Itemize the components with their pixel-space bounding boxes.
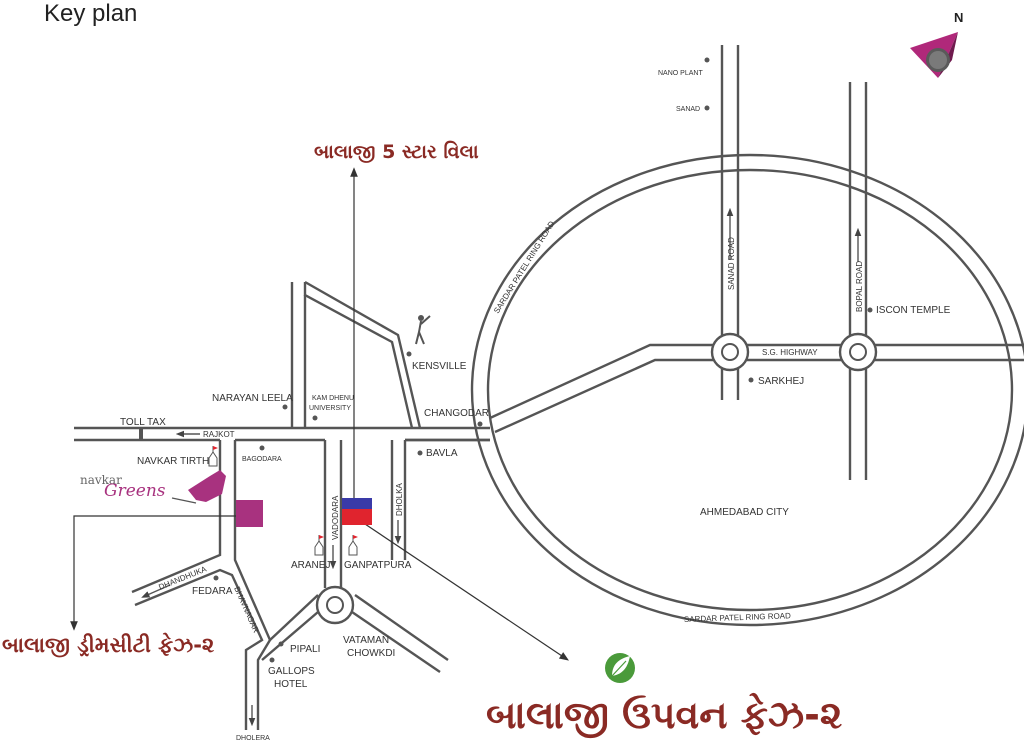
golfer-icon (415, 315, 431, 345)
vataman-road-right (354, 594, 449, 661)
navkar-greens-site-marker[interactable] (188, 470, 226, 502)
kensville-road-top (304, 280, 422, 429)
sanad-dot (704, 105, 710, 111)
label-rajkot: RAJKOT (203, 430, 235, 439)
label-ring-road-top: SARDAR PATEL RING ROAD (492, 219, 556, 315)
temple-icon (208, 446, 218, 467)
leader-lines (70, 167, 569, 661)
bagodara-dot (259, 445, 265, 451)
upvan-site-marker-blue[interactable] (342, 498, 372, 509)
label-vadodara: VADODARA (331, 495, 340, 540)
label-vataman-1: VATAMAN (343, 635, 389, 646)
label-dholera: DHOLERA (236, 735, 270, 742)
project-villa-name: બાલાજી 5 સ્ટાર વિલા (314, 141, 479, 164)
roundabout-vataman-inner (326, 596, 344, 614)
label-sg-highway: S.G. HIGHWAY (762, 348, 818, 357)
label-bagodara: BAGODARA (242, 456, 282, 463)
navkar-greens-logo: navkar Greens (80, 473, 166, 501)
direction-arrows (141, 207, 862, 727)
dhandhuka-arrow (141, 584, 171, 598)
project-upvan-name: બાલાજી ઉપવન ફેઝ-૨ (486, 692, 842, 738)
label-ring-road-bottom: SARDAR PATEL RING ROAD (684, 611, 791, 624)
kensville-road-mid (303, 282, 414, 429)
pipali-dot (278, 641, 284, 647)
label-bopal-road: BOPAL ROAD (855, 261, 864, 312)
vataman-road-right-2 (351, 611, 441, 673)
label-dholka: DHOLKA (395, 482, 404, 516)
label-gallops-1: GALLOPS (268, 666, 315, 677)
upvan-site-marker-red[interactable] (342, 509, 372, 525)
navkar-greens-script: Greens (104, 481, 166, 501)
label-toll-tax: TOLL TAX (120, 417, 166, 428)
roundabout-iscon-inner (849, 343, 867, 361)
navkar-greens-leader (171, 497, 197, 504)
dreamcity-leader (70, 515, 236, 631)
label-fedara: FEDARA (192, 586, 233, 597)
label-ganpatpura: GANPATPURA (344, 560, 412, 571)
upvan-leader (361, 521, 569, 661)
place-dots (213, 57, 873, 663)
fedara-dot (213, 575, 219, 581)
roundabout-sarkhej-inner (721, 343, 739, 361)
page-title: Key plan (44, 0, 138, 27)
label-changodar: CHANGODAR (424, 408, 489, 419)
changodar-dot (477, 421, 483, 427)
kam-dhenu-dot (312, 415, 318, 421)
place-labels: NANO PLANT SANAD ISCON TEMPLE S.G. HIGHW… (120, 70, 951, 742)
label-navkar-tirth: NAVKAR TIRTH (137, 456, 209, 467)
roads (74, 45, 1024, 730)
leaf-icon (605, 653, 635, 683)
gallops-hotel-dot (269, 657, 275, 663)
iscon-temple-dot (867, 307, 873, 313)
navkar-greens-top: navkar (80, 473, 122, 487)
label-sanad-road: SANAD ROAD (727, 237, 736, 290)
temple-icon (348, 535, 358, 556)
temple-icon (314, 535, 324, 556)
sg-highway-top (489, 343, 1024, 420)
vataman-road-left-2 (261, 611, 319, 661)
kensville-dot (406, 351, 412, 357)
sarkhej-dot (748, 377, 754, 383)
ring-road-inner (486, 168, 1014, 612)
label-sarkhej: SARKHEJ (758, 376, 804, 387)
label-kam-dhenu-2: UNIVERSITY (309, 405, 351, 412)
toll-tax-gate (139, 428, 143, 440)
label-narayan-leela: NARAYAN LEELA (212, 393, 293, 404)
label-ahmedabad-city: AHMEDABAD CITY (700, 507, 789, 518)
compass-north-label: N (954, 10, 963, 25)
label-kam-dhenu-1: KAM DHENU (312, 395, 354, 402)
vataman-road-left (269, 594, 319, 641)
label-kensville: KENSVILLE (412, 361, 467, 372)
label-bavla: BAVLA (426, 448, 458, 459)
narayan-leela-dot (282, 404, 288, 410)
ring-road-outer (470, 153, 1024, 627)
label-iscon-temple: ISCON TEMPLE (876, 305, 951, 316)
compass: N (910, 10, 963, 78)
label-pipali: PIPALI (290, 644, 320, 655)
bavla-dot (417, 450, 423, 456)
label-nano-plant: NANO PLANT (658, 70, 703, 77)
project-dreamcity-name: બાલાજી ડ્રીમસીટી ફેઝ-૨ (2, 632, 215, 658)
nano-plant-dot (704, 57, 710, 63)
markers (188, 470, 372, 527)
sg-highway-bottom (494, 358, 1024, 434)
label-gallops-2: HOTEL (274, 679, 308, 690)
dreamcity-site-marker[interactable] (236, 500, 263, 527)
label-sanad: SANAD (676, 106, 700, 113)
label-aranej: ARANEJ (291, 560, 330, 571)
bhavnagar-road-left-2 (134, 568, 264, 730)
label-vataman-2: CHOWKDI (347, 648, 395, 659)
